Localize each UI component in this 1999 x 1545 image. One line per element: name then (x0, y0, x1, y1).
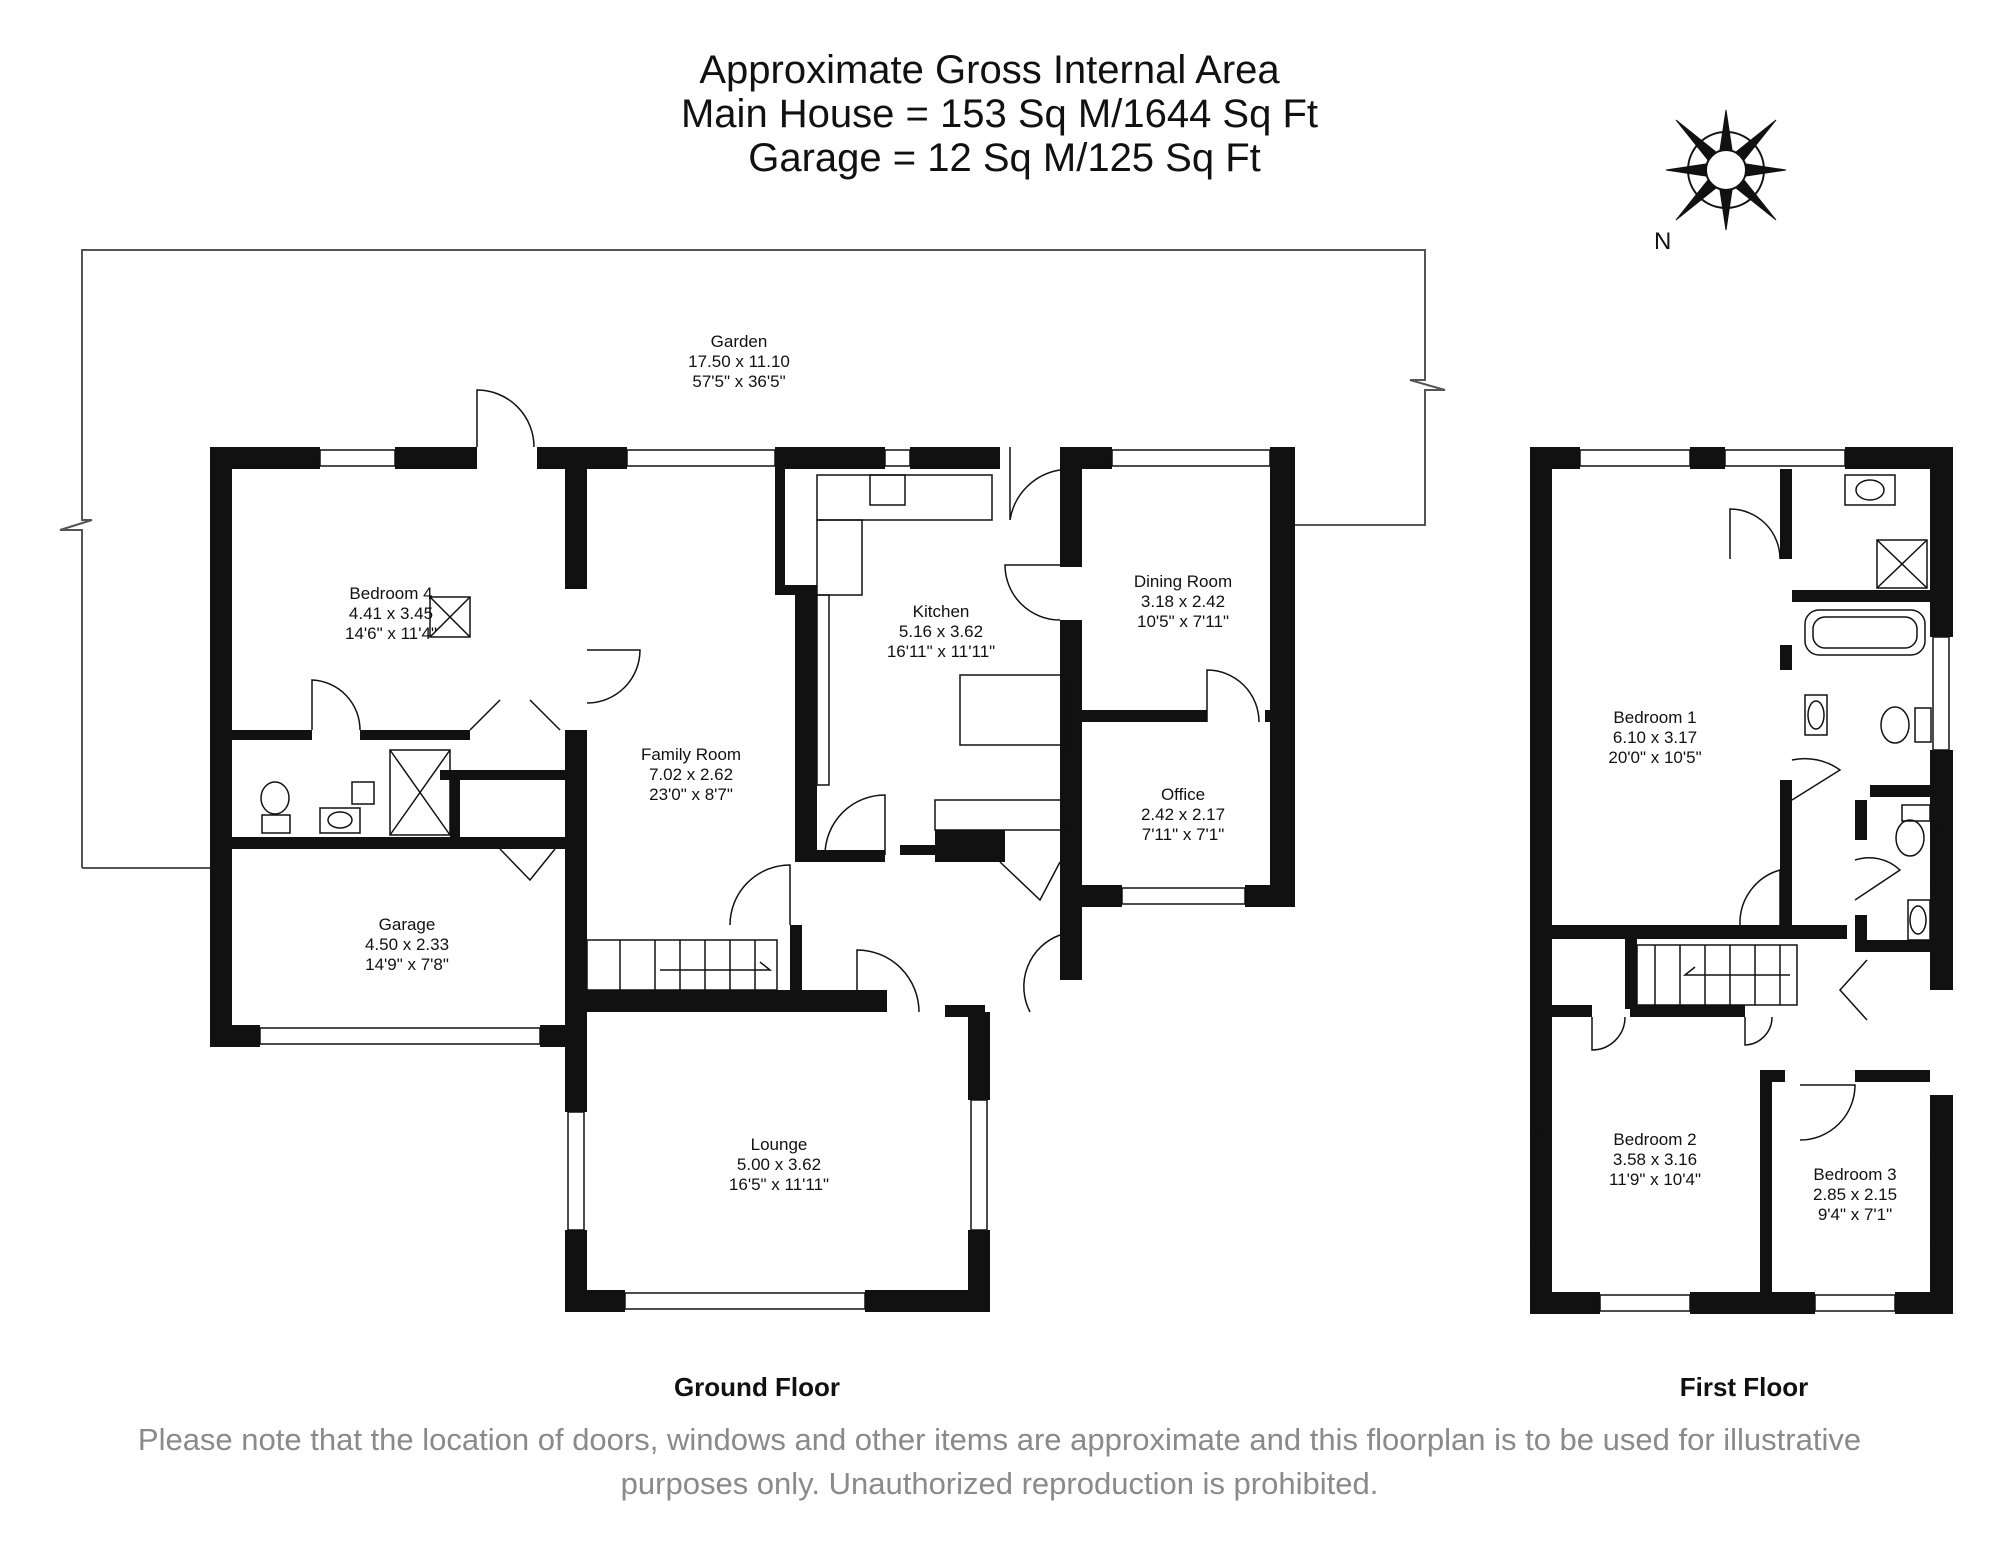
room-metric: 5.16 x 3.62 (898, 622, 984, 641)
first-floor-openings (1532, 449, 1950, 1312)
area-title: Approximate Gross Internal Area (699, 48, 1280, 92)
main-house-area: Main House = 153 Sq M/1644 Sq Ft (680, 92, 1319, 136)
room-family: Family Room 7.02 x 2.62 23'0" x 8'7" (641, 745, 741, 805)
room-metric: 4.50 x 2.33 (364, 935, 450, 954)
room-imperial: 20'0" x 10'5" (1608, 748, 1702, 767)
room-metric: 7.02 x 2.62 (648, 765, 734, 784)
room-imperial: 14'6" x 11'4" (345, 624, 437, 643)
room-metric: 5.00 x 3.62 (736, 1155, 822, 1174)
room-metric: 3.18 x 2.42 (1140, 592, 1226, 611)
disclaimer-line-2: purposes only. Unauthorized reproduction… (620, 1466, 1379, 1501)
compass-rose-icon (1665, 109, 1787, 231)
room-imperial: 23'0" x 8'7" (649, 785, 733, 804)
room-name: Garden (710, 332, 768, 351)
room-metric: 6.10 x 3.17 (1612, 728, 1698, 747)
room-imperial: 11'9" x 10'4" (1609, 1170, 1701, 1189)
room-garden: Garden 17.50 x 11.10 57'5" x 36'5" (688, 332, 790, 392)
room-imperial: 16'11" x 11'11" (886, 642, 996, 661)
room-metric: 4.41 x 3.45 (348, 604, 434, 623)
room-dining: Dining Room 3.18 x 2.42 10'5" x 7'11" (1134, 572, 1232, 632)
first-floor-title: First Floor (1679, 1372, 1809, 1402)
room-lounge: Lounge 5.00 x 3.62 16'5" x 11'11" (729, 1135, 829, 1195)
room-imperial: 14'9" x 7'8" (365, 955, 449, 974)
room-name: Bedroom 4 (349, 584, 433, 603)
area-header: Approximate Gross Internal Area Main Hou… (0, 48, 1999, 180)
room-bedroom-3: Bedroom 3 2.85 x 2.15 9'4" x 7'1" (1813, 1165, 1897, 1225)
room-metric: 2.42 x 2.17 (1140, 805, 1226, 824)
ground-floor-title: Ground Floor (673, 1372, 841, 1402)
room-metric: 3.58 x 3.16 (1612, 1150, 1698, 1169)
room-imperial: 10'5" x 7'11" (1137, 612, 1229, 631)
room-metric: 17.50 x 11.10 (688, 352, 790, 371)
room-name: Lounge (750, 1135, 808, 1154)
room-name: Bedroom 1 (1613, 708, 1697, 727)
room-name: Bedroom 2 (1613, 1130, 1697, 1149)
room-bedroom-4: Bedroom 4 4.41 x 3.45 14'6" x 11'4" (345, 584, 437, 644)
room-imperial: 7'11" x 7'1" (1141, 825, 1225, 844)
room-name: Family Room (640, 745, 742, 764)
room-bedroom-2: Bedroom 2 3.58 x 3.16 11'9" x 10'4" (1609, 1130, 1701, 1190)
first-floor-walls (1530, 447, 1953, 1314)
disclaimer: Please note that the location of doors, … (0, 1418, 1999, 1506)
room-office: Office 2.42 x 2.17 7'11" x 7'1" (1141, 785, 1225, 845)
room-name: Kitchen (912, 602, 970, 621)
room-bedroom-1: Bedroom 1 6.10 x 3.17 20'0" x 10'5" (1608, 708, 1701, 768)
garage-area: Garage = 12 Sq M/125 Sq Ft (748, 136, 1261, 180)
disclaimer-line-1: Please note that the location of doors, … (137, 1422, 1862, 1457)
north-label: N (1654, 228, 1672, 255)
room-name: Garage (378, 915, 436, 934)
garden-outline (59, 249, 1446, 869)
room-name: Bedroom 3 (1813, 1165, 1897, 1184)
ground-floor-openings (259, 389, 1271, 1310)
room-metric: 2.85 x 2.15 (1812, 1185, 1898, 1204)
room-name: Office (1160, 785, 1206, 804)
room-imperial: 16'5" x 11'11" (728, 1175, 830, 1194)
room-imperial: 9'4" x 7'1" (1817, 1205, 1893, 1224)
room-kitchen: Kitchen 5.16 x 3.62 16'11" x 11'11" (887, 602, 995, 662)
room-name: Dining Room (1133, 572, 1233, 591)
room-imperial: 57'5" x 36'5" (692, 372, 786, 391)
room-garage: Garage 4.50 x 2.33 14'9" x 7'8" (365, 915, 449, 975)
